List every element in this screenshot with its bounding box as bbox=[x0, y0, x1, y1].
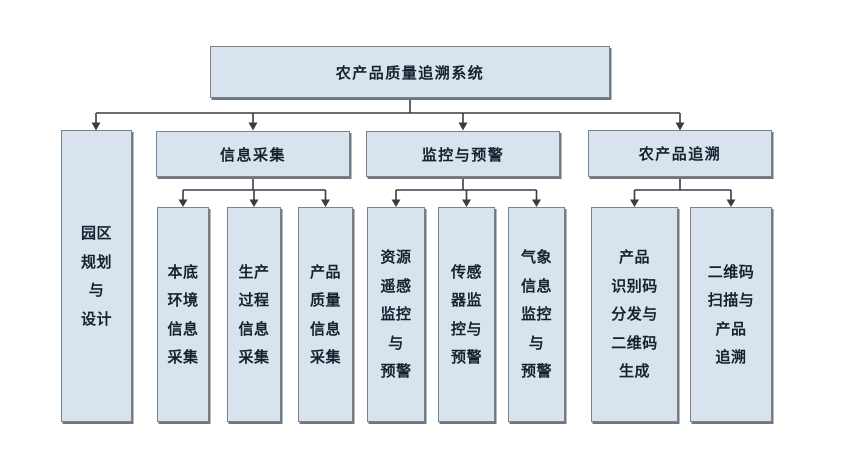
arrowhead-down-icon bbox=[248, 122, 258, 131]
node-id-code-qr-generation: 产品识别码分发与二维码生成 bbox=[591, 207, 678, 422]
node-sensor-monitoring: 传感器监控与预警 bbox=[438, 207, 495, 422]
node-label-line: 与 bbox=[88, 281, 105, 299]
node-label-line: 监控 bbox=[520, 305, 552, 324]
node-background-env-info: 本底环境信息采集 bbox=[157, 207, 209, 422]
node-label-line: 生产 bbox=[238, 262, 270, 281]
node-label-line: 产品 bbox=[715, 319, 747, 338]
node-label-line: 监控 bbox=[380, 305, 412, 324]
node-label-line: 采集 bbox=[238, 348, 270, 366]
node-label-line: 预警 bbox=[450, 348, 482, 366]
node-product-tracing: 农产品追溯 bbox=[588, 130, 772, 177]
connector-product-tracing bbox=[630, 177, 736, 207]
node-label-line: 产品 bbox=[618, 248, 650, 267]
node-monitoring-warning-label: 监控与预警 bbox=[421, 145, 505, 164]
node-label-line: 环境 bbox=[167, 291, 199, 309]
node-label-line: 园区 bbox=[80, 224, 112, 242]
arrowhead-down-icon bbox=[462, 199, 471, 207]
node-park-planning: 园区规划与设计 bbox=[61, 130, 132, 422]
node-product-tracing-label: 农产品追溯 bbox=[638, 145, 722, 163]
arrowhead-down-icon bbox=[726, 199, 736, 207]
node-label-line: 本底 bbox=[167, 262, 199, 281]
connector-monitoring-warning bbox=[391, 177, 541, 207]
arrowhead-down-icon bbox=[458, 122, 468, 131]
node-label-line: 信息 bbox=[520, 276, 552, 295]
node-label-line: 质量 bbox=[309, 291, 341, 309]
node-label-line: 设计 bbox=[80, 309, 112, 328]
node-label-line: 分发与 bbox=[611, 305, 658, 324]
node-label-line: 预警 bbox=[520, 362, 552, 381]
node-weather-monitoring: 气象信息监控与预警 bbox=[508, 207, 565, 422]
node-label-line: 采集 bbox=[309, 348, 341, 366]
node-production-process-info: 生产过程信息采集 bbox=[227, 207, 281, 422]
node-label-line: 二维码 bbox=[611, 333, 658, 352]
node-label-line: 信息 bbox=[167, 319, 199, 338]
node-label-line: 采集 bbox=[167, 348, 199, 366]
arrowhead-down-icon bbox=[391, 199, 401, 207]
node-remote-sensing-monitoring: 资源遥感监控与预警 bbox=[367, 207, 425, 422]
node-label-line: 控与 bbox=[450, 319, 482, 338]
node-label-line: 产品 bbox=[309, 262, 341, 281]
node-label-line: 追溯 bbox=[715, 348, 747, 366]
arrowhead-down-icon bbox=[630, 199, 639, 207]
node-info-collection-label: 信息采集 bbox=[219, 145, 286, 164]
node-label-line: 信息 bbox=[238, 319, 270, 338]
node-product-quality-info: 产品质量信息采集 bbox=[298, 207, 353, 422]
node-info-collection: 信息采集 bbox=[156, 131, 350, 177]
node-label-line: 识别码 bbox=[611, 276, 658, 295]
arrowhead-down-icon bbox=[178, 199, 188, 207]
node-label-line: 规划 bbox=[80, 252, 112, 271]
node-root-system: 农产品质量追溯系统 bbox=[210, 46, 610, 98]
connector-root-to-level2 bbox=[91, 98, 685, 131]
node-label-line: 与 bbox=[388, 333, 404, 352]
arrowhead-down-icon bbox=[321, 199, 330, 207]
node-qr-scan-tracing: 二维码扫描与产品追溯 bbox=[690, 207, 772, 422]
node-label-line: 传感 bbox=[450, 262, 482, 281]
arrowhead-down-icon bbox=[249, 199, 259, 207]
node-label-line: 资源 bbox=[380, 248, 412, 267]
node-label-line: 器监 bbox=[450, 291, 482, 309]
node-label-line: 遥感 bbox=[380, 276, 412, 295]
node-root-label: 农产品质量追溯系统 bbox=[335, 63, 485, 82]
connector-info-collection bbox=[178, 177, 330, 207]
node-label-line: 与 bbox=[528, 333, 545, 352]
arrowhead-down-icon bbox=[532, 199, 541, 207]
node-label-line: 扫描与 bbox=[707, 291, 755, 309]
node-label-line: 过程 bbox=[238, 291, 270, 309]
node-label-line: 预警 bbox=[380, 362, 412, 381]
node-label-line: 信息 bbox=[309, 319, 341, 338]
node-monitoring-warning: 监控与预警 bbox=[366, 131, 560, 177]
node-label-line: 生成 bbox=[618, 362, 650, 381]
node-label-line: 二维码 bbox=[707, 262, 755, 281]
node-label-line: 气象 bbox=[520, 248, 552, 267]
